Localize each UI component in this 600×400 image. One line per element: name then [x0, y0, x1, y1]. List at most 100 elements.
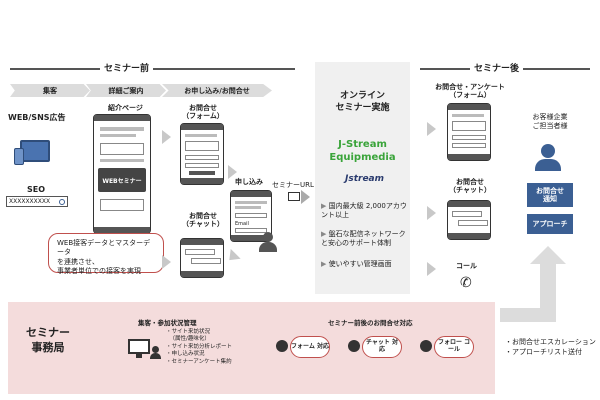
text-line [100, 159, 144, 162]
customer-label: お客様企業 ご担当者様 [520, 113, 580, 132]
contact-notify-label-1: お問合せ [536, 186, 564, 195]
text-line [235, 206, 261, 209]
mail-icon [288, 192, 300, 201]
form-field [185, 163, 219, 168]
mgmt-item: 申し込み状況 [171, 351, 205, 358]
form-box [452, 121, 486, 131]
after-chat-title-1: お問合せ [456, 178, 484, 186]
person-body-icon [150, 353, 161, 359]
customer-label-1: お客様企業 [532, 113, 568, 121]
feature-item: ▶ 国内最大級 2,000アカウント以上 [321, 202, 407, 221]
monitor-icon [128, 339, 150, 354]
seo-label: SEO [27, 185, 46, 194]
device-bottom-bar [181, 271, 223, 277]
inquiry-form-title-1: お問合せ [189, 104, 217, 112]
web-sns-ad-label: WEB/SNS広告 [8, 113, 66, 122]
device-bottom-bar [94, 227, 150, 233]
arrow-right-icon [427, 206, 436, 220]
mgmt-item: サイト来訪状況 [171, 329, 211, 335]
form-field [235, 228, 267, 233]
operator-headset-icon [276, 340, 288, 352]
after-form-title-1: お問合せ・アンケート [435, 83, 505, 91]
approach-list-text: ・アプローチリスト送付 [505, 348, 582, 356]
seminar-office-title: セミナー 事務局 [18, 326, 78, 356]
arrow-right-icon [301, 190, 310, 204]
search-icon [59, 199, 65, 205]
monitor-icon [20, 140, 50, 162]
oval-form-support: フォーム 対応 [290, 336, 330, 358]
mgmt-title: 集客・参加状況管理 [138, 319, 197, 327]
step-attract: 集客 [10, 84, 90, 97]
escalation-label: お問合せエスカレーション [512, 338, 596, 346]
customer-person-icon [541, 144, 555, 158]
feature-text: 使いやすい管理画面 [328, 260, 392, 268]
device-top-bar [448, 201, 490, 207]
inquiry-chat-title-1: お問合せ [189, 212, 217, 220]
content-box [100, 199, 144, 211]
phase-after-label: セミナー後 [470, 61, 524, 74]
brand-name-1: J-Stream [338, 139, 387, 150]
operator-headset-icon [420, 340, 432, 352]
arrow-right-icon [427, 262, 436, 276]
form-field [452, 135, 486, 140]
seminar-title-1: オンライン [339, 91, 385, 101]
person-icon [152, 346, 159, 353]
brand-name-2: Equipmedia [329, 152, 396, 163]
device-top-bar [181, 124, 223, 130]
arrow-right-icon [427, 122, 436, 136]
intro-callout: WEB接客データとマスターデータ を連携させ、 事業者単位での接客を実現 [48, 233, 164, 275]
inquiry-chat-title: お問合せ （チャット） [180, 212, 226, 229]
chat-bubble [452, 211, 482, 217]
bullet-triangle-icon: ▶ [321, 230, 327, 238]
form-field [452, 143, 486, 148]
phase-before-label: セミナー前 [100, 61, 154, 74]
text-line [452, 114, 484, 117]
after-form-device [447, 103, 491, 161]
after-chat-device [447, 200, 491, 240]
callout-line: を連携させ、 [57, 257, 99, 266]
up-arrow-base [500, 308, 556, 322]
device-bottom-bar [181, 178, 223, 184]
after-chat-title: お問合せ （チャット） [440, 178, 500, 195]
seminar-title: オンライン セミナー実施 [315, 90, 410, 114]
arrow-up-right-icon [224, 248, 241, 266]
arrow-right-icon [228, 165, 237, 179]
feature-text: 盤石な配信ネットワーク と安心のサポート体制 [321, 230, 406, 248]
after-call-title: コール [456, 262, 477, 270]
seminar-office-band: セミナー 事務局 集客・参加状況管理 ・サイト来訪状況 （属性/趣味化） ・サイ… [8, 302, 495, 394]
chat-bubble [191, 258, 221, 264]
contact-notify-label-2: 通知 [543, 195, 557, 203]
contact-notify-button: お問合せ 通知 [527, 183, 573, 207]
form-field [235, 213, 267, 218]
office-title-1: セミナー [26, 326, 70, 339]
search-box-text: XXXXXXXXXX [9, 198, 51, 205]
step-apply: お申し込み/お問合せ [162, 84, 272, 97]
email-label: Email [235, 221, 249, 227]
person-body-icon [259, 242, 277, 252]
inquiry-form-title: お問合せ （フォーム） [180, 104, 226, 121]
text-line [100, 134, 136, 137]
after-form-title-2: （フォーム） [449, 91, 491, 100]
customer-body-icon [535, 159, 561, 171]
monitor-stand-icon [136, 354, 142, 358]
after-form-title: お問合せ・アンケート （フォーム） [432, 83, 508, 100]
mgmt-list: ・サイト来訪状況 （属性/趣味化） ・サイト来訪分析レポート ・申し込み状況 ・… [166, 329, 233, 365]
oval-follow-call: フォロー コール [434, 336, 474, 358]
inquiry-chat-device [180, 238, 224, 278]
device-top-bar [94, 115, 150, 121]
escalation-text: ・お問合せエスカレーション [505, 338, 596, 346]
up-arrow-icon [530, 246, 566, 264]
seminar-title-2: セミナー実施 [335, 103, 390, 114]
feature-item: ▶ 盤石な配信ネットワーク と安心のサポート体制 [321, 230, 407, 249]
submit-button [189, 171, 215, 175]
inquiry-form-device [180, 123, 224, 185]
text-line [100, 127, 144, 131]
step-details: 詳細ご案内 [86, 84, 166, 97]
mgmt-item: （属性/趣味化） [169, 336, 210, 343]
office-title-2: 事務局 [31, 340, 65, 354]
mgmt-item: セミナーアンケート集約 [171, 358, 232, 365]
device-bottom-bar [448, 154, 490, 160]
device-bottom-bar [231, 235, 271, 241]
chat-bubble [185, 249, 215, 255]
person-icon [263, 232, 273, 242]
